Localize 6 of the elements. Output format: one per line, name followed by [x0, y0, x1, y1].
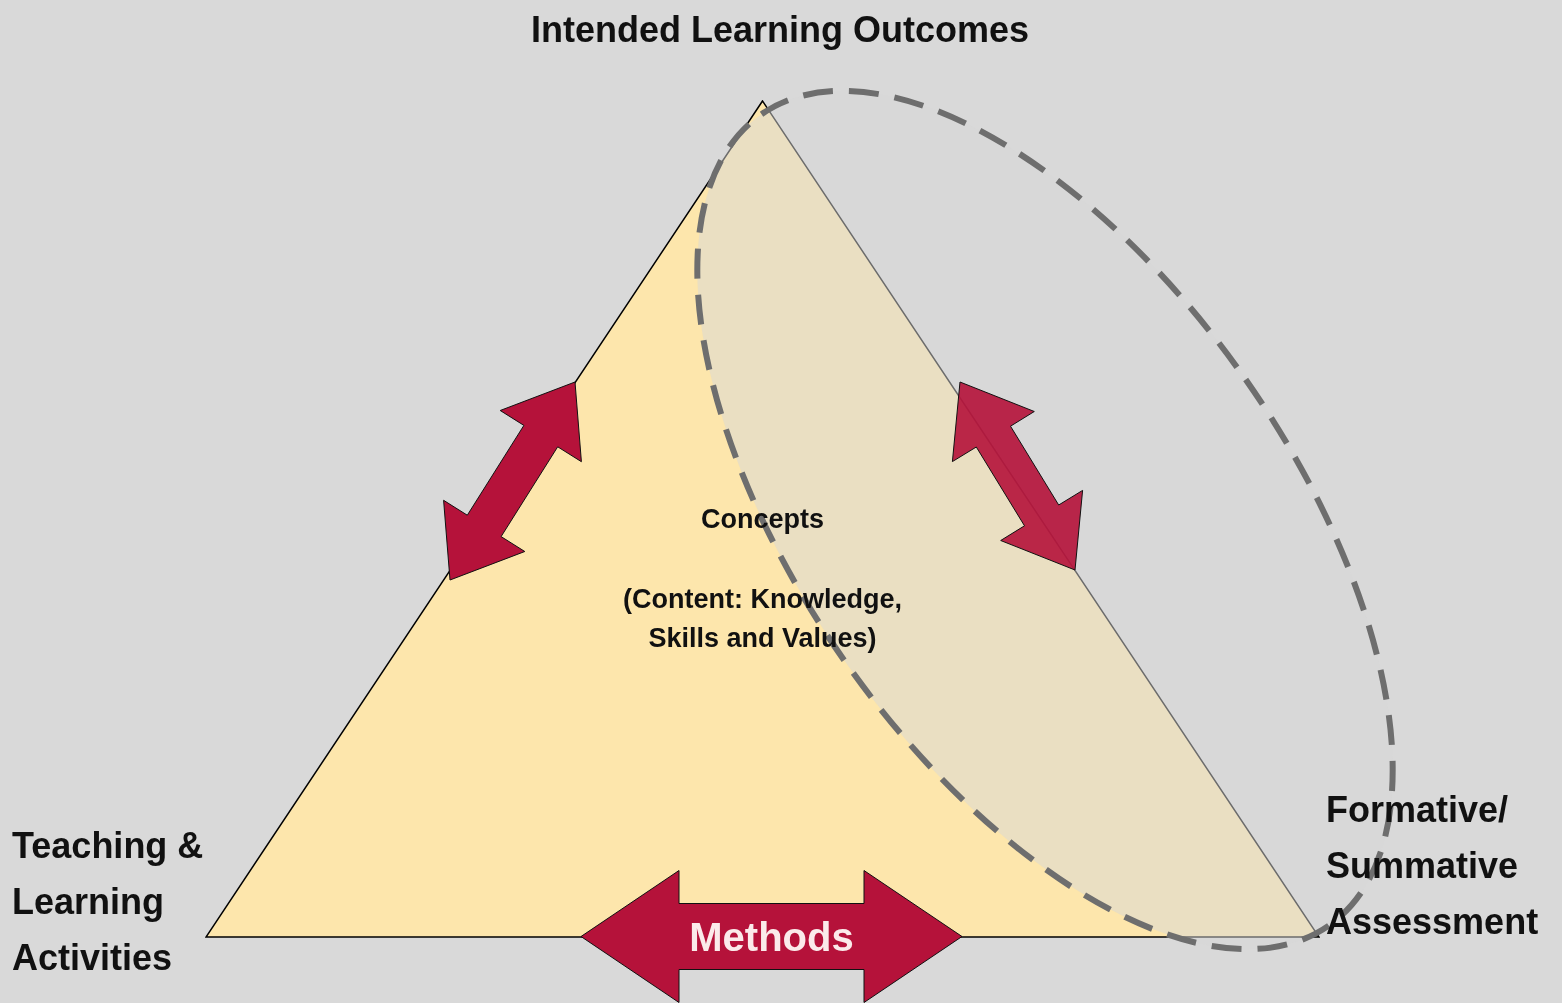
- arrow-label: Methods: [688, 913, 855, 961]
- assessment-label: Formative/ Summative Assessment: [1326, 788, 1540, 944]
- double-arrow: [580, 870, 963, 1003]
- outcomes-label: Intended Learning Outcomes: [529, 8, 1031, 52]
- concept-description: (Content: Knowledge, Skills and Values): [622, 583, 903, 656]
- activities-label: Teaching & Learning Activities: [12, 824, 205, 980]
